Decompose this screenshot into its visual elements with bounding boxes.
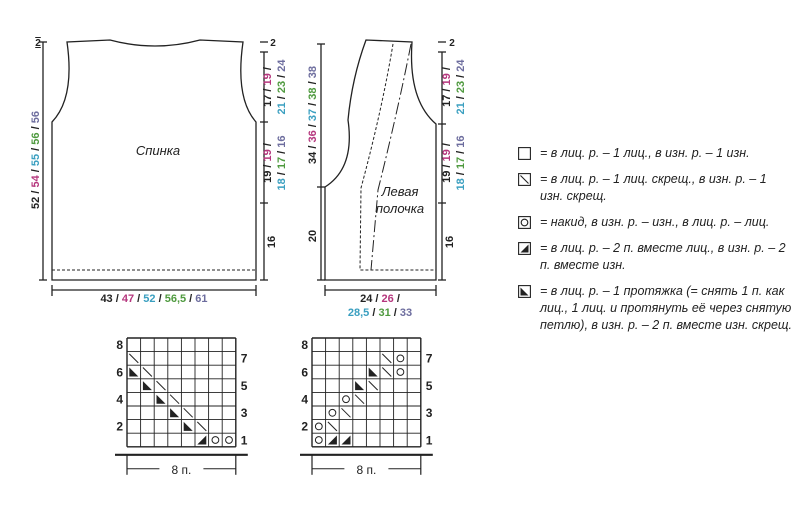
yarn-over-symbol [396, 368, 405, 376]
left-decrease-symbol [142, 381, 152, 391]
front-width-label-2: 28,5 / 31 / 33 [348, 307, 412, 319]
diagonal-stitch-symbol [354, 394, 365, 405]
row-number: 1 [426, 433, 433, 447]
back-side-label-2: 18 / 17 / 16 [276, 135, 288, 190]
stitch-chart-1: 8 6 4 2 7 5 3 1 8 п. [115, 337, 248, 477]
front-outline [324, 39, 437, 281]
repeat-label: 8 п. [356, 463, 376, 477]
front-shoulder-mark: 2 [449, 38, 455, 49]
legend-item: = накид, в изн. р. – изн., в лиц. р. – л… [518, 214, 793, 231]
diagonal-stitch-symbol [169, 394, 180, 405]
front-armhole-label: 17 / 19 / [441, 67, 453, 107]
diagonal-stitch-symbol [196, 421, 207, 432]
back-label: Спинка [136, 143, 180, 158]
back-hem-label: 16 [266, 236, 278, 248]
diagonal-stitch-symbol [381, 367, 392, 377]
symbol-legend: = в лиц. р. – 1 лиц., в изн. р. – 1 изн.… [518, 145, 793, 343]
row-number: 1 [241, 433, 248, 447]
row-number: 3 [426, 406, 433, 420]
legend-text: = в лиц. р. – 1 протяжка (= снять 1 п. к… [540, 284, 793, 332]
row-number: 7 [241, 352, 248, 366]
front-label-line-2: полочка [376, 201, 424, 216]
front-width-label-1: 24 / 26 / [360, 293, 400, 305]
diagonal-stitch-symbol [142, 367, 153, 377]
diagonal-stitch-symbol [368, 380, 379, 391]
row-number: 3 [241, 406, 248, 420]
legend-text: = в лиц. р. – 2 п. вместе лиц., в изн. р… [540, 241, 786, 272]
front-side-label: 19 / 19 / [441, 143, 453, 183]
legend-text: = накид, в изн. р. – изн., в лиц. р. – л… [540, 215, 770, 229]
left-decrease-symbol [170, 408, 180, 418]
row-number: 2 [301, 420, 308, 434]
legend-item: = в лиц. р. – 1 лиц. скрещ., в изн. р. –… [518, 171, 793, 205]
back-height-label: 52 / 54 / 55 / 56 / 56 [30, 111, 42, 209]
legend-item: = в лиц. р. – 1 протяжка (= снять 1 п. к… [518, 283, 793, 334]
circle-square-icon [518, 216, 531, 229]
front-band-line-1 [359, 43, 436, 271]
diagonal-stitch-symbol [183, 407, 194, 418]
row-number: 5 [426, 379, 433, 393]
front-neck-base-label: 20 [307, 230, 319, 242]
row-number: 6 [116, 365, 123, 379]
front-band-line-2 [370, 43, 412, 271]
back-side-label: 19 / 19 / [262, 143, 274, 183]
back-armhole-label: 17 / 19 / [262, 67, 274, 107]
diagonal-stitch-symbol [327, 421, 338, 432]
left-decrease-symbol [129, 367, 139, 377]
empty-square-icon [518, 147, 531, 160]
right-decrease-symbol [327, 435, 337, 445]
row-number: 2 [116, 420, 123, 434]
diagonal-square-icon [518, 173, 531, 186]
left-decrease-symbol [355, 381, 365, 391]
diagonal-stitch-symbol [128, 353, 139, 364]
yarn-over-symbol [328, 408, 337, 417]
row-number: 5 [241, 379, 248, 393]
front-hem-label: 16 [444, 236, 456, 248]
yarn-over-symbol [396, 354, 405, 363]
stitch-chart-2: 8 6 4 2 7 5 3 1 8 п. [300, 337, 433, 477]
front-neck-depth-label: 34 / 36 / 37 / 38 / 38 [307, 66, 319, 164]
left-decrease-symbol [368, 367, 378, 377]
legend-item: = в лиц. р. – 2 п. вместе лиц., в изн. р… [518, 240, 793, 274]
back-right-shoulder-mark: 2 [270, 38, 276, 49]
back-outline [51, 39, 257, 281]
left-triangle-icon [518, 285, 531, 298]
back-shoulder-mark: 2 [35, 38, 41, 49]
yarn-over-symbol [314, 436, 323, 444]
front-label-line-1: Левая [381, 184, 419, 199]
front-armhole-label-2: 21 / 23 / 24 [455, 59, 467, 115]
row-number: 8 [301, 338, 308, 352]
legend-text: = в лиц. р. – 1 лиц. скрещ., в изн. р. –… [540, 172, 767, 203]
row-number: 7 [426, 352, 433, 366]
row-number: 8 [116, 338, 123, 352]
diagonal-stitch-symbol [381, 353, 392, 364]
yarn-over-symbol [314, 422, 323, 431]
right-triangle-icon [518, 242, 531, 255]
left-decrease-symbol [183, 421, 193, 431]
back-armhole-label-2: 21 / 23 / 24 [276, 59, 288, 115]
right-decrease-symbol [341, 435, 351, 445]
repeat-label: 8 п. [171, 463, 191, 477]
row-number: 4 [116, 393, 123, 407]
diagonal-stitch-symbol [156, 380, 166, 391]
back-width-label: 43 / 47 / 52 / 56,5 / 61 [100, 293, 207, 305]
yarn-over-symbol [211, 436, 220, 444]
row-number: 6 [301, 365, 308, 379]
right-decrease-symbol [197, 435, 207, 445]
yarn-over-symbol [225, 436, 233, 444]
left-decrease-symbol [156, 394, 166, 404]
row-number: 4 [301, 393, 308, 407]
yarn-over-symbol [342, 395, 350, 404]
front-side-label-2: 18 / 17 / 16 [455, 135, 467, 190]
diagonal-stitch-symbol [341, 407, 351, 418]
legend-text: = в лиц. р. – 1 лиц., в изн. р. – 1 изн. [540, 146, 750, 160]
legend-item: = в лиц. р. – 1 лиц., в изн. р. – 1 изн. [518, 145, 793, 162]
